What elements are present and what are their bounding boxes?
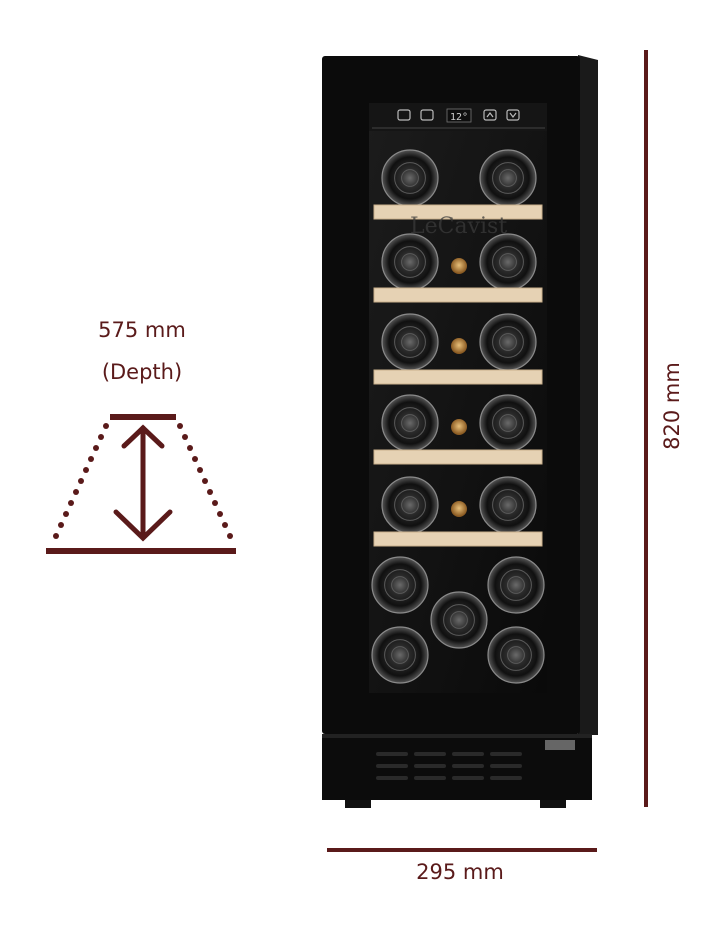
wine-bottle (371, 556, 429, 614)
depth-double-arrow (113, 424, 173, 542)
control-panel: 12° (369, 103, 547, 131)
depth-note: (Depth) (101, 360, 183, 384)
door-hinge (545, 740, 575, 750)
temperature-display-icon (446, 108, 472, 123)
wine-bottle (381, 233, 439, 291)
depth-base-line (46, 548, 236, 554)
wine-bottle (479, 233, 537, 291)
wine-bottle (430, 591, 488, 649)
depth-top-line (110, 414, 176, 420)
wine-bottle (479, 394, 537, 452)
wooden-shelf (373, 287, 543, 303)
depth-dotted-left (53, 423, 109, 539)
shelf-group (373, 204, 543, 547)
depth-value: 575 mm (98, 318, 186, 342)
fridge-side-panel (578, 55, 598, 735)
wine-bottle (381, 394, 439, 452)
temp-down-button-icon (506, 109, 520, 121)
wooden-shelf (373, 369, 543, 385)
width-value: 295 mm (416, 860, 504, 884)
bottle-cork (451, 501, 467, 517)
bottle-cork (451, 258, 467, 274)
wine-bottle (381, 149, 439, 207)
wooden-shelf (373, 531, 543, 547)
wine-bottle (371, 626, 429, 684)
brand-logo: LeCavist (410, 214, 507, 239)
wine-bottle (479, 476, 537, 534)
temp-up-button-icon (483, 109, 497, 121)
wine-bottle (381, 476, 439, 534)
wooden-shelf (373, 449, 543, 465)
bottle-cork (451, 338, 467, 354)
wine-bottle (487, 626, 545, 684)
foot-right (540, 800, 566, 808)
bottle-rack (371, 149, 545, 684)
power-button-icon (420, 109, 434, 121)
width-rule (327, 848, 597, 852)
fridge-base (322, 734, 592, 808)
bottle-cork (451, 419, 467, 435)
wooden-shelf (373, 204, 543, 220)
light-button-icon (397, 109, 411, 121)
temperature-readout: 12° (450, 112, 468, 123)
wine-bottle (487, 556, 545, 614)
wine-bottle (381, 313, 439, 371)
foot-left (345, 800, 371, 808)
depth-dotted-right (177, 423, 233, 539)
height-rule (644, 50, 648, 807)
wine-bottle (479, 149, 537, 207)
wine-bottle (479, 313, 537, 371)
vent-grille (376, 752, 522, 780)
